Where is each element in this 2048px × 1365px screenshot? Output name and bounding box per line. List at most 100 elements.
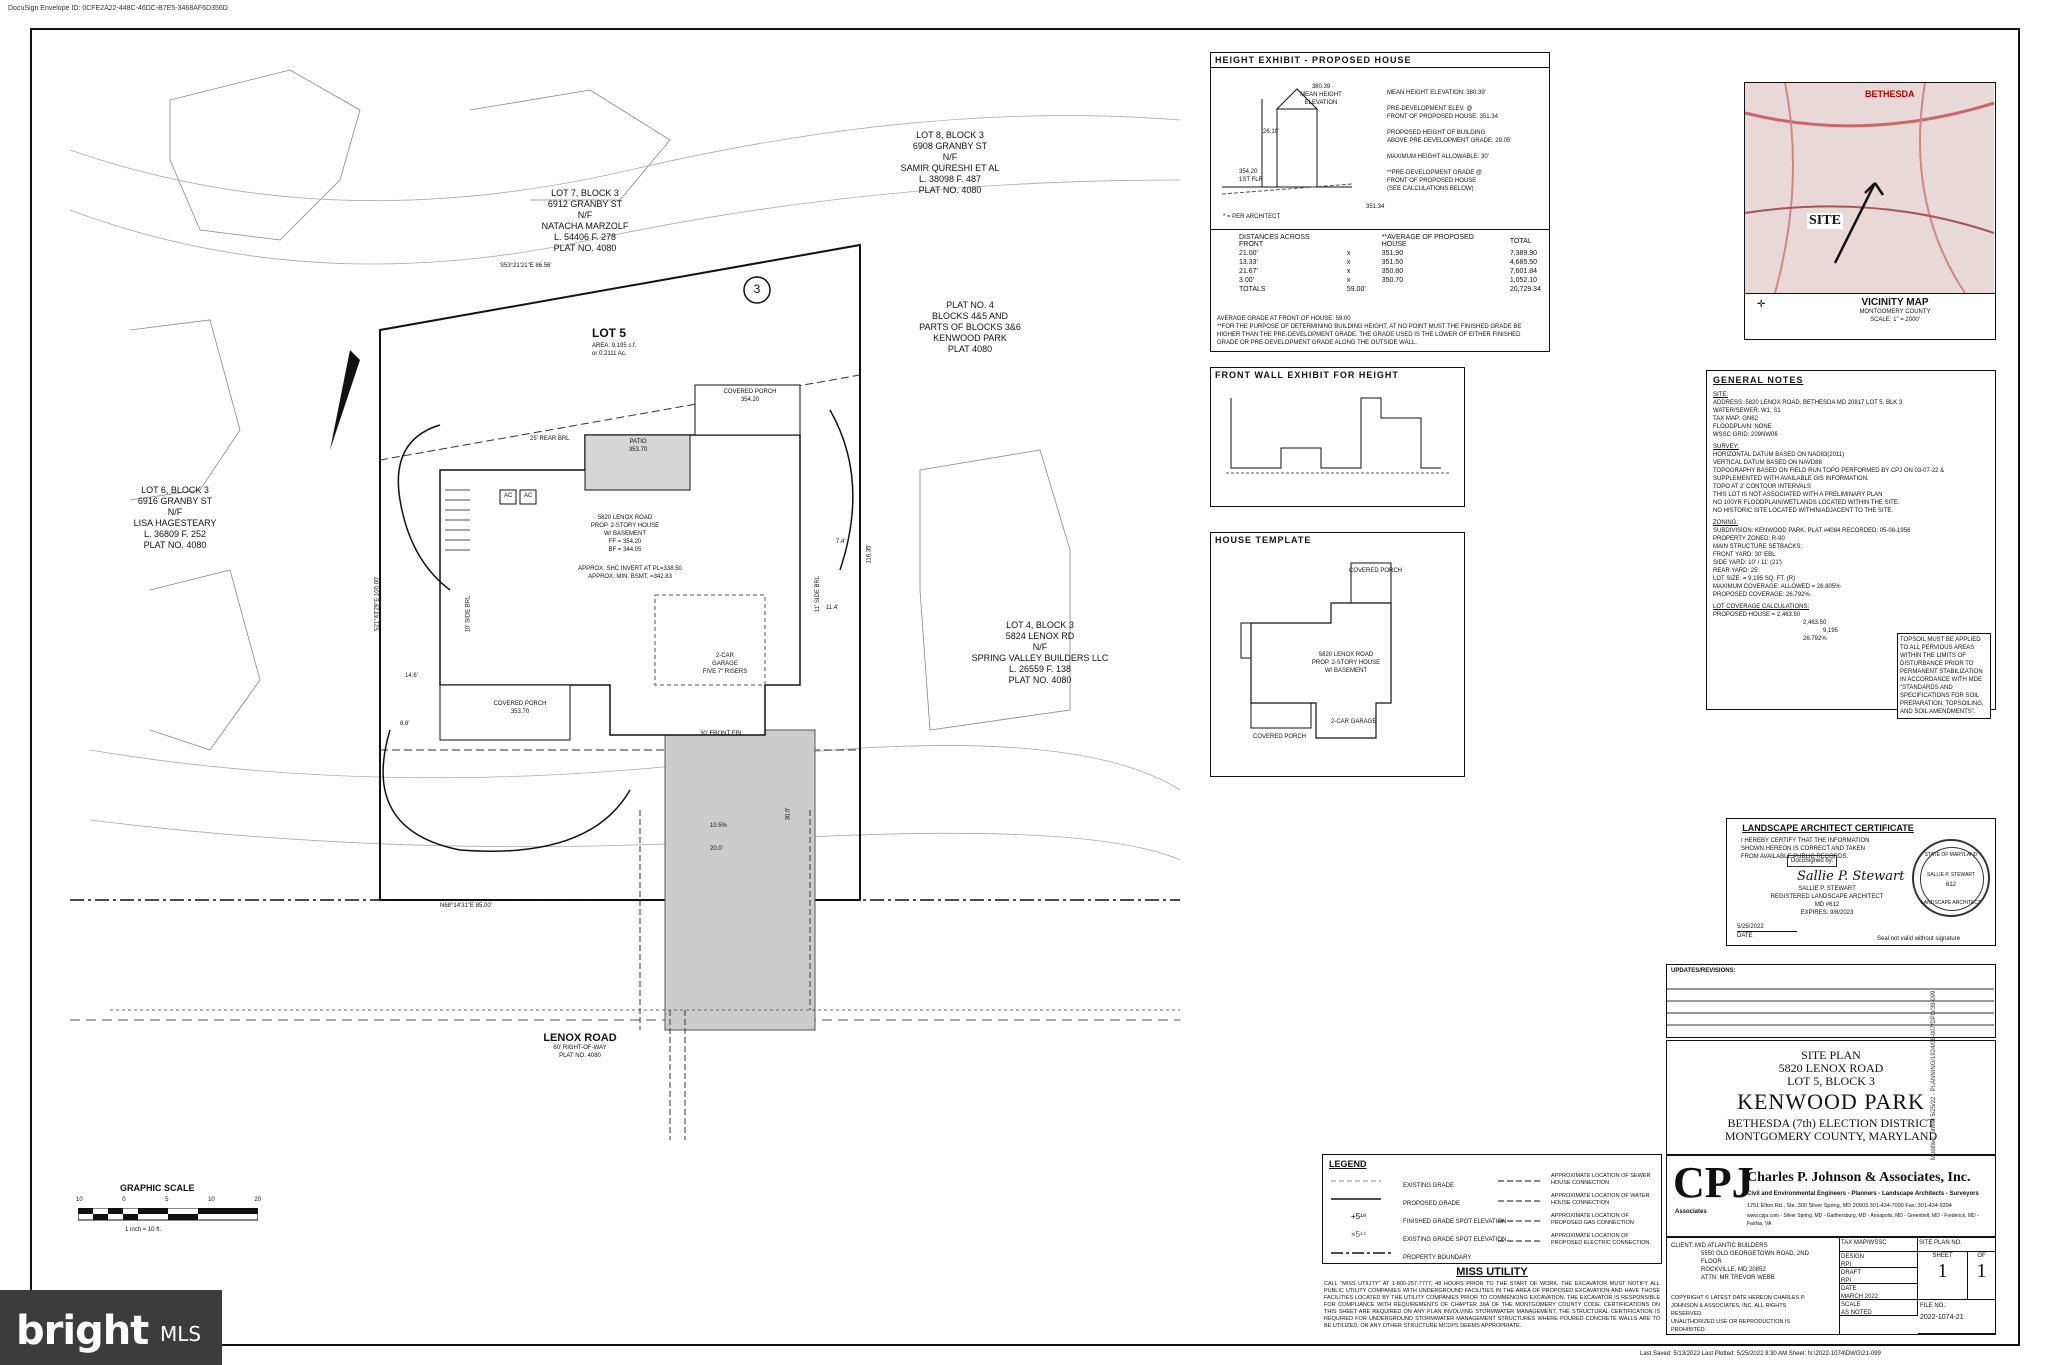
- ac-unit-2: AC: [524, 493, 533, 499]
- vicinity-city: BETHESDA: [1865, 89, 1915, 99]
- legend-title: LEGEND: [1329, 1159, 1367, 1169]
- copyright-note: COPYRIGHT © LATEST DATE HEREON CHARLES P…: [1671, 1295, 1806, 1333]
- bright-mls-watermark: bright MLS: [0, 1290, 222, 1365]
- general-notes-body: SITE: ADDRESS: 5820 LENOX ROAD, BETHESDA…: [1713, 392, 1945, 642]
- sheet-border: [30, 28, 2020, 1346]
- template-garage: 2-CAR GARAGE: [1331, 719, 1377, 725]
- legend-symbols-right: [1498, 1180, 1543, 1242]
- cpj-logo: CPJ: [1673, 1158, 1754, 1207]
- template-porch-bottom: COVERED PORCH: [1253, 734, 1307, 740]
- site-plan-drawing: [69, 69, 1181, 1140]
- cpj-block: CPJ Associates Charles P. Johnson & Asso…: [1666, 1155, 1996, 1237]
- vicinity-caption: VICINITY MAP MONTGOMERY COUNTY SCALE: 1"…: [1859, 297, 1931, 323]
- docusigned-badge: DocuSigned by:: [1787, 855, 1838, 867]
- per-architect-label: * = PER ARCHITECT: [1223, 214, 1281, 220]
- height-footnote: AVERAGE GRADE AT FRONT OF HOUSE: 59.00 *…: [1217, 316, 1522, 346]
- height-calc-table: DISTANCES ACROSS FRONT**AVERAGE OF PROPO…: [1231, 233, 1549, 294]
- graphic-scale-title: GRAPHIC SCALE: [120, 1183, 195, 1193]
- lot-title: LOT 5: [592, 326, 627, 340]
- template-porch-top: COVERED PORCH: [1349, 568, 1403, 574]
- client-sheet-block: CLIENT: MID ATLANTIC BUILDERS 5550 OLD G…: [1666, 1237, 1996, 1335]
- svg-text:+5¹⁸: +5¹⁸: [1351, 1212, 1366, 1221]
- compass-icon: ✛: [1757, 299, 1766, 310]
- file-number-cell: FILE NO.: 2022-1074-21: [1918, 1300, 1996, 1334]
- dim-6: 30.0': [785, 807, 792, 821]
- house-template-box: HOUSE TEMPLATE COVERED PORCH 5820 LENOX …: [1210, 532, 1465, 777]
- updates-lines: [1667, 988, 1994, 1026]
- house-template-diagram: [1240, 562, 1392, 739]
- front-wall-diagram: [1226, 397, 1451, 474]
- side-file-path: Modified: Sheet 5/25/22 - PLANNING/1924/…: [1931, 990, 1937, 1160]
- dim-2: 8.6': [400, 721, 410, 727]
- updates-title: UPDATES/REVISIONS:: [1671, 968, 1736, 974]
- cpj-company-name: Charles P. Johnson & Associates, Inc.: [1747, 1170, 1971, 1185]
- legend-symbols-left: +5¹⁸ ×5¹⁴: [1331, 1180, 1391, 1254]
- graphic-scale-bar: [78, 1208, 258, 1221]
- height-exhibit-title: HEIGHT EXHIBIT - PROPOSED HOUSE: [1211, 53, 1549, 68]
- height-notes: MEAN HEIGHT ELEVATION: 380.39' PRE-DEVEL…: [1387, 90, 1512, 192]
- dim-3: 7.4': [836, 539, 846, 545]
- bearing-top: S53°21'21"E 86.56': [500, 263, 552, 269]
- pre-dev-label: 351.34: [1366, 204, 1385, 210]
- cpj-associates: Associates: [1675, 1209, 1707, 1215]
- cpj-address: 1751 Elton Rd., Ste. 300 Silver Spring, …: [1747, 1203, 1952, 1209]
- dim-1: 14.6': [405, 673, 418, 679]
- front-wall-title: FRONT WALL EXHIBIT FOR HEIGHT: [1215, 370, 1399, 380]
- height-exhibit-diagram: [1221, 88, 1353, 195]
- signature-image: Sallie P. Stewart: [1797, 869, 1905, 884]
- block-number-circle: 3: [753, 282, 761, 296]
- sheet-number-cell: SHEET 1: [1918, 1252, 1968, 1300]
- rear-brl: 25' REAR BRL: [530, 436, 570, 442]
- topsoil-note: TOPSOIL MUST BE APPLIED TO ALL PERVIOUS …: [1897, 633, 1991, 719]
- bearing-left: S21°43'29"E 100.00': [374, 576, 381, 632]
- plot-footer: Last Saved: 5/13/2022 Last Plotted: 5/25…: [1640, 1351, 1881, 1357]
- seal-note: Seal not valid without signature: [1877, 936, 1961, 942]
- dim-5: 20.0': [710, 846, 723, 852]
- miss-utility-title: MISS UTILITY: [1456, 1266, 1528, 1278]
- miss-utility-box: MISS UTILITY CALL "MISS UTILITY" AT 1-80…: [1322, 1266, 1662, 1336]
- vicinity-map-image: [1745, 83, 1994, 293]
- front-wall-box: FRONT WALL EXHIBIT FOR HEIGHT: [1210, 367, 1465, 507]
- docusign-envelope-id: DocuSign Envelope ID: 0CFE2A22-448C-46DC…: [8, 5, 228, 12]
- lot-area: AREA: 9,195 s.f.or 0.2111 Ac.: [592, 343, 637, 357]
- subdivision-name: KENWOOD PARK: [1737, 1089, 1925, 1114]
- house-template-title: HOUSE TEMPLATE: [1215, 535, 1312, 545]
- client-info: CLIENT: MID ATLANTIC BUILDERS 5550 OLD G…: [1671, 1243, 1809, 1281]
- svg-text:×5¹⁴: ×5¹⁴: [1351, 1230, 1367, 1239]
- dim-8: 116.35': [866, 544, 873, 564]
- height-dim: 26.19': [1263, 129, 1280, 135]
- side-brl-left: 10' SIDE BRL: [465, 595, 472, 633]
- bearing-bottom: N68°14'31"E 85.00': [440, 903, 492, 909]
- bright-logo-text: bright: [16, 1308, 149, 1354]
- vicinity-map-box: BETHESDA SITE ✛ VICINITY MAP MONTGOMERY …: [1744, 82, 1996, 340]
- side-brl-right: 11' SIDE BRL: [815, 575, 822, 613]
- cpj-offices: www.cpja.com - Silver Spring, MD - Gaith…: [1747, 1213, 1979, 1227]
- vicinity-site-label: SITE: [1807, 213, 1843, 229]
- general-notes-title: GENERAL NOTES: [1713, 375, 1804, 385]
- front-ebl: 30' FRONT EBL: [700, 731, 744, 737]
- landscape-cert-title: LANDSCAPE ARCHITECT CERTIFICATE: [1742, 823, 1914, 833]
- dim-4: 11.4': [826, 605, 839, 611]
